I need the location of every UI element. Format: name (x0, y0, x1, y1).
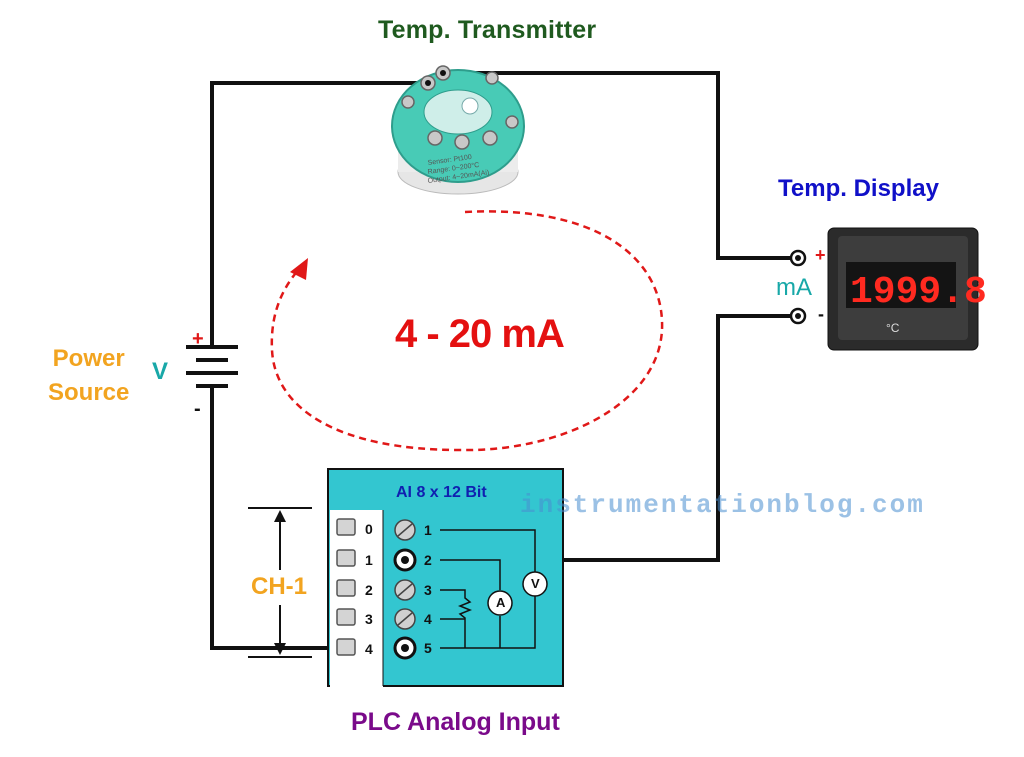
terminal-number: 2 (424, 552, 432, 568)
led-number: 3 (365, 611, 373, 627)
battery-plus: + (192, 328, 204, 350)
voltmeter-label: V (531, 576, 540, 591)
battery-minus: - (194, 398, 201, 420)
battery-symbol (186, 345, 238, 410)
led-number: 0 (365, 521, 373, 537)
channel-led-boxes (336, 518, 356, 656)
screw-terminals (393, 519, 417, 660)
voltage-symbol: V (152, 358, 169, 385)
display-plus: + (815, 245, 826, 265)
display-minus: - (818, 304, 824, 324)
plc-analog-input-card (327, 468, 564, 688)
transmitter-title: Temp. Transmitter (378, 16, 597, 44)
loop-current-label: 4 - 20 mA (395, 312, 565, 356)
watermark: instrumentationblog.com (520, 490, 925, 520)
wire-transmitter-to-power (210, 81, 428, 345)
celsius-unit: °C (886, 321, 900, 335)
terminal-number: 5 (424, 640, 432, 656)
power-source-title: Power Source (48, 342, 129, 410)
power-source-line2: Source (48, 379, 130, 406)
terminal-number: 4 (424, 611, 432, 627)
display-title: Temp. Display (778, 175, 939, 202)
display-terminals (789, 249, 807, 325)
terminal-number: 3 (424, 582, 432, 598)
ammeter-icon (487, 590, 513, 616)
led-number: 4 (365, 641, 373, 657)
terminal-number: 1 (424, 522, 432, 538)
plc-title: PLC Analog Input (351, 708, 560, 736)
arrowhead-icon (290, 258, 308, 280)
power-source-line1: Power (52, 345, 125, 372)
temperature-transmitter: Sensor: Pt100 Range: 0~200°C Output: 4~2… (391, 65, 525, 195)
channel-dimension-marker (248, 507, 312, 658)
ammeter-label: A (496, 595, 506, 610)
loop-current-arrow (270, 210, 664, 452)
current-unit-label: mA (776, 274, 812, 301)
temperature-display: 1999.8 °C (827, 227, 987, 351)
display-reading: 1999.8 (850, 271, 987, 314)
channel-label: CH-1 (251, 573, 308, 600)
internal-wiring (440, 529, 536, 649)
plc-card-header: AI 8 x 12 Bit (396, 484, 487, 501)
voltmeter-icon (522, 571, 548, 597)
wire-transmitter-to-display (443, 71, 798, 260)
led-number: 2 (365, 582, 373, 598)
led-number: 1 (365, 552, 373, 568)
